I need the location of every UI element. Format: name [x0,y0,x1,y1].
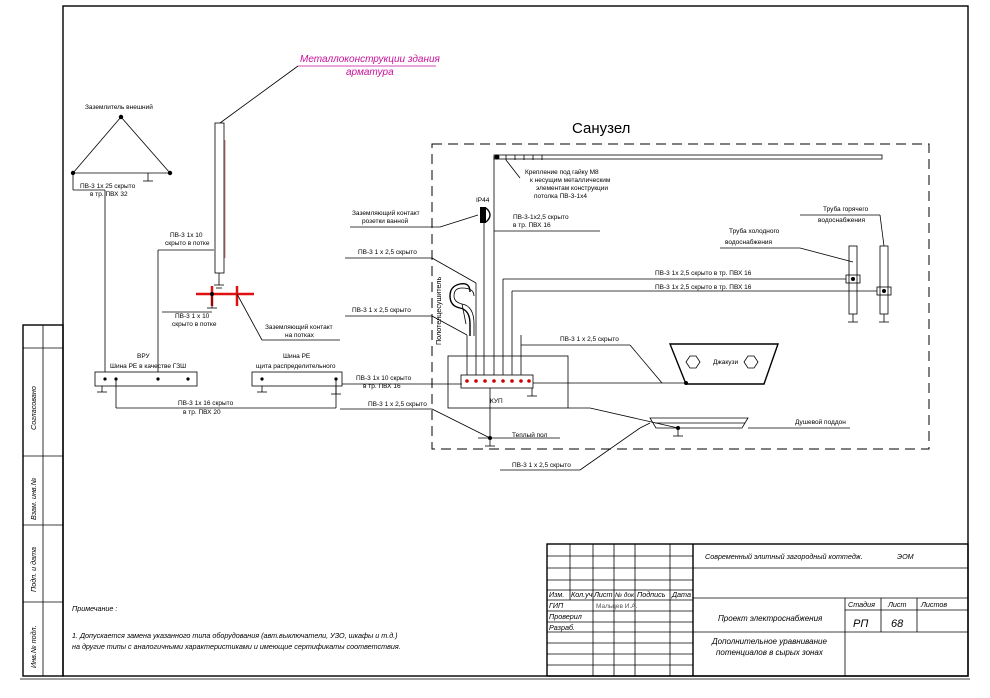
pv-floor: ПВ-3 1 х 2,5 скрыто [512,462,571,469]
jacuzzi-cable: ПВ-3 1 х 2,5 скрыто [560,336,619,343]
ceiling-bar [493,154,883,179]
earth-title: Заземлитель внешний [85,103,153,111]
stamp-stage: РП [853,618,868,630]
side-label-replace: Взам. инв.№ [29,477,38,520]
jacuzzi: Джакузи [668,343,779,385]
stamp-code: ЭОМ [897,552,914,561]
pv-mid-2: скрыто в потке [172,321,217,328]
side-strip: Согласовано Взам. инв.№ Подп. и дата Инв… [22,324,64,677]
pv-cold: ПВ-3 1х 2,5 скрыто в тр. ПВХ 16 [655,284,752,291]
hot-1: Труба горячего [823,205,869,213]
pv10b-1: ПВ-3 1х 10 скрыто [356,375,412,382]
col-doc: № док [615,591,635,599]
note-title: Примечание : [72,604,117,613]
stamp-sheet: 68 [891,618,904,630]
cold-1: Труба холодного [729,227,780,235]
pv25-tube-2: в тр. ПВХ 16 [513,222,551,229]
row-gip-name: Мальцев И.А. [596,603,638,610]
stamp-sheet-h: Лист [887,600,907,609]
row-razr: Разраб. [549,623,575,632]
kup-label: КУП [490,398,503,405]
col-list: Лист [593,590,613,599]
hot-2: водоснабжения [818,216,866,224]
pv25-bottom: ПВ-3 1 х 2,5 скрыто [368,401,427,408]
earth-cable-2: в тр. ПВХ 32 [90,191,128,198]
shina-label-2: щита распределительного [256,363,336,370]
pv16-2: в тр. ПВХ 20 [183,409,221,416]
room-boundary [431,143,930,450]
pv16-1: ПВ-3 1х 16 скрыто [178,400,234,407]
row-gip: ГИП [549,601,564,610]
cold-2: водоснабжения [725,238,773,246]
row-prov: Проверил [549,612,582,621]
side-label-inv: Инв.№ подл. [29,625,38,668]
earth-cable-1: ПВ-3 1х 25 скрыто [80,183,136,190]
socket: IP44 [476,197,491,244]
note-line-1: 1. Допускается замена указанного типа об… [72,631,398,640]
pv25-b: ПВ-3 1 х 2,5 скрыто [352,307,411,314]
kup-box: КУП [447,355,569,409]
metal-structure: Металлоконструкции здания арматура [214,54,441,289]
external-earth: Заземлитель внешний ПВ-3 1х 25 скрыто в … [70,103,173,372]
vru-label-1: ВРУ [137,353,151,360]
mount-4: потолка ПВ-3-1х4 [534,193,587,200]
stamp-sheets-h: Листов [920,600,947,609]
pv25-tube-1: ПВ-3-1х2,5 скрыто [513,214,569,221]
room-title: Санузел [572,120,630,137]
stamp-drawing-1: Дополнительное уравнивание [711,637,827,646]
mount-3: элементам конструкции [536,185,608,192]
shower-label: Душевой поддон [795,418,846,426]
towel-warmer: Полотенцесушитель [434,277,475,345]
side-label-agreed: Согласовано [29,386,38,430]
stamp-drawing-2: потенциалов в сырых зонах [716,648,824,657]
stamp-project: Современный элитный загородный коттедж. [705,552,863,561]
shower-tray [649,417,850,437]
clamp-label-2: на потках [285,332,315,339]
title-block: Изм. Кол.уч Лист № док Подпись Дата ГИП … [546,543,969,677]
sheet-frame [62,5,969,677]
note-line-2: на другие типы с аналогичными характерис… [72,642,401,651]
pv-hot: ПВ-3 1х 2,5 скрыто в тр. ПВХ 16 [655,270,752,277]
vru-label-2: Шина РЕ в качестве ГЗШ [110,363,186,370]
metal-label-2: арматура [346,67,394,78]
col-kol: Кол.уч [571,590,593,599]
floor-label: Теплый пол [512,431,548,439]
water-pipes [503,214,892,323]
pv25-a: ПВ-3 1 х 2,5 скрыто [358,249,417,256]
col-izm: Изм. [549,590,564,599]
pv-mid-1: ПВ-3 1 х 10 [175,313,210,320]
pv-left-1: ПВ-3 1х 10 [170,232,203,239]
shina-label-1: Шина РЕ [283,353,311,360]
clamp-label-1: Заземляющий контакт [265,323,333,331]
pv10b-2: в тр. ПВХ 16 [363,383,401,390]
stamp-section: Проект электроснабжения [718,614,823,623]
towel-label: Полотенцесушитель [434,277,443,345]
col-date: Дата [671,590,691,599]
pipe-clamp [196,286,340,341]
socket-2: розетки ванной [362,217,409,225]
mount-1: Крепление под гайку М8 [525,168,599,176]
pv-left-2: скрыто в потке [165,240,210,247]
stamp-stage-h: Стадия [848,600,875,609]
mount-2: к несущим металлическим [530,177,611,184]
ip44-label: IP44 [476,197,490,204]
socket-1: Заземляющий контакт [352,209,420,217]
side-label-sign: Подп. и дата [29,547,38,592]
col-podp: Подпись [637,590,666,599]
metal-label-1: Металлоконструкции здания [300,54,441,65]
pe-bus: Шина РЕ щита распределительного [251,353,462,395]
jacuzzi-label: Джакузи [713,359,739,366]
